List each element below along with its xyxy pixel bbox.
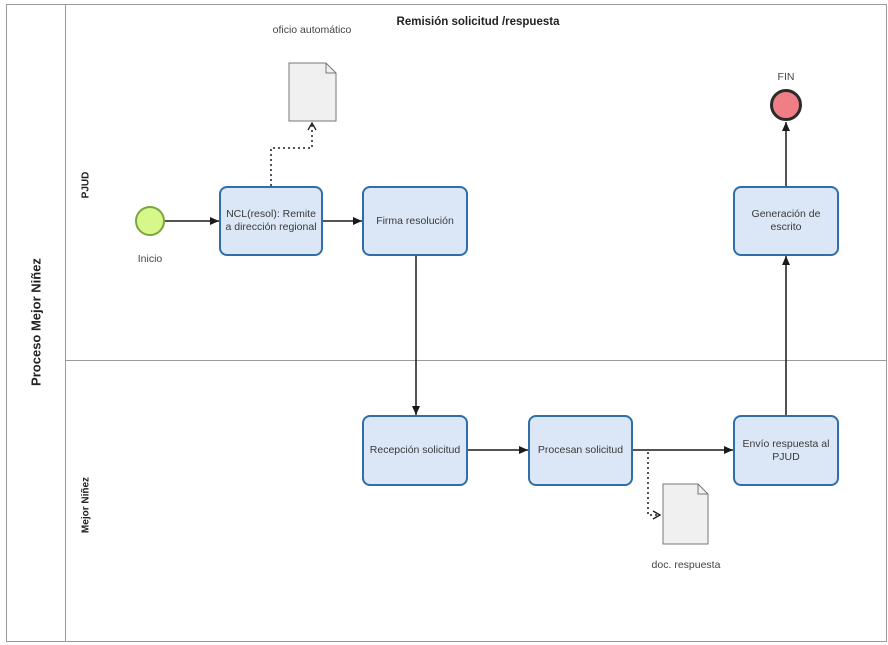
document-oficio: [288, 62, 337, 122]
task-firma[interactable]: Firma resolución: [362, 186, 468, 256]
pool-header: [6, 4, 66, 642]
document-respuesta: [662, 483, 709, 545]
task-envio[interactable]: Envío respuesta al PJUD: [733, 415, 839, 486]
task-generacion[interactable]: Generación de escrito: [733, 186, 839, 256]
document-label-respuesta: doc. respuesta: [651, 559, 721, 571]
diagram-frame: [6, 4, 887, 642]
end-event-label: FIN: [777, 71, 795, 83]
start-event-label: Inicio: [137, 253, 163, 265]
task-procesan[interactable]: Procesan solicitud: [528, 415, 633, 486]
association-ncl-oficio: [270, 121, 317, 186]
start-event: [135, 206, 165, 236]
task-ncl[interactable]: NCL(resol): Remite a dirección regional: [219, 186, 323, 256]
diagram-title: Remisión solicitud /respuesta: [396, 16, 560, 28]
task-recepcion[interactable]: Recepción solicitud: [362, 415, 468, 486]
end-event: [770, 89, 802, 121]
lane-separator: [66, 360, 887, 361]
association-procesan-respuesta: [647, 452, 662, 520]
document-label-oficio: oficio automático: [272, 24, 352, 36]
